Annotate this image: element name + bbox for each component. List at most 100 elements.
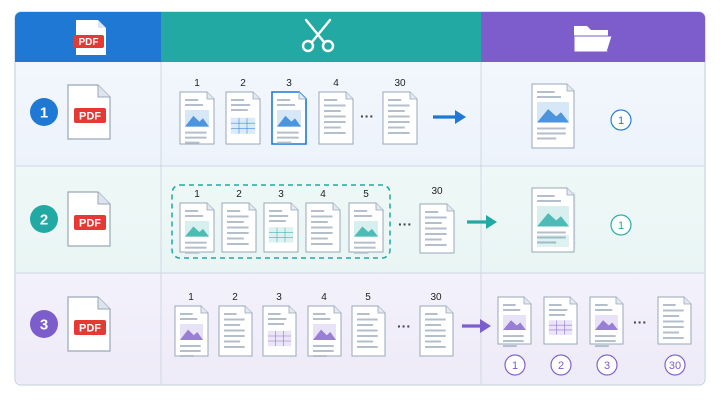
output-number-label: 3 bbox=[604, 360, 610, 372]
row-number-label: 2 bbox=[40, 212, 48, 229]
text-line bbox=[425, 313, 438, 315]
text-line bbox=[224, 335, 245, 337]
text-line bbox=[663, 337, 684, 339]
text-line bbox=[425, 233, 447, 235]
page-number-label: 2 bbox=[236, 189, 242, 200]
text-line bbox=[425, 222, 442, 224]
text-line bbox=[324, 132, 346, 134]
text-line bbox=[224, 346, 245, 348]
row-number-badge bbox=[30, 310, 58, 338]
output-number-circle bbox=[550, 354, 572, 376]
page-thumbnail bbox=[221, 202, 257, 253]
text-line bbox=[357, 324, 374, 326]
text-line bbox=[388, 115, 410, 118]
ellipsis: ··· bbox=[398, 216, 412, 232]
text-line bbox=[324, 126, 341, 129]
text-line bbox=[595, 309, 613, 311]
text-line bbox=[663, 309, 684, 312]
page-thumbnail bbox=[174, 305, 209, 357]
text-line bbox=[663, 331, 680, 334]
text-line bbox=[663, 326, 684, 328]
output-page-thumbnail bbox=[497, 296, 532, 348]
text-line bbox=[357, 329, 378, 332]
output-number-label: 30 bbox=[669, 360, 681, 372]
output-number-label: 1 bbox=[618, 115, 624, 127]
text-line bbox=[357, 335, 378, 337]
page-fold bbox=[375, 203, 383, 211]
text-line bbox=[180, 345, 201, 347]
page-fold bbox=[345, 92, 353, 100]
text-line bbox=[595, 340, 616, 343]
text-line bbox=[224, 318, 245, 321]
selected-page-thumbnail bbox=[271, 91, 307, 145]
text-line bbox=[503, 335, 524, 338]
row-number-badge bbox=[30, 98, 58, 126]
text-line bbox=[311, 232, 333, 234]
text-line bbox=[227, 221, 244, 223]
page-thumbnail bbox=[262, 305, 297, 357]
text-line bbox=[537, 91, 555, 93]
pdf-label: PDF bbox=[79, 218, 101, 230]
row-1-band bbox=[16, 62, 704, 166]
text-line bbox=[357, 340, 374, 343]
page-fold bbox=[566, 188, 574, 196]
output-page-thumbnail bbox=[543, 296, 578, 345]
text-line bbox=[324, 121, 346, 123]
text-line bbox=[227, 210, 241, 212]
text-line bbox=[357, 346, 378, 348]
text-line bbox=[425, 346, 446, 348]
text-line bbox=[388, 110, 405, 112]
page-number-label: 4 bbox=[321, 292, 327, 303]
text-line bbox=[354, 210, 368, 212]
page-sheet bbox=[589, 296, 624, 345]
text-line bbox=[227, 232, 249, 234]
text-line bbox=[324, 104, 346, 107]
text-line bbox=[313, 318, 331, 320]
output-number-label: 1 bbox=[618, 220, 624, 232]
text-line bbox=[357, 313, 370, 315]
text-line bbox=[595, 335, 616, 338]
text-line bbox=[425, 244, 447, 246]
page-fold bbox=[566, 84, 574, 92]
text-line bbox=[231, 109, 248, 111]
image-mountain-icon bbox=[277, 115, 301, 127]
text-line bbox=[180, 350, 201, 352]
text-line bbox=[313, 350, 334, 352]
text-line bbox=[503, 345, 517, 348]
page-fold bbox=[288, 306, 296, 314]
text-line bbox=[311, 243, 333, 245]
page-thumbnail bbox=[225, 91, 261, 145]
row-number-label: 3 bbox=[40, 317, 48, 334]
page-number-label: 30 bbox=[430, 292, 442, 303]
text-line bbox=[180, 313, 193, 315]
source-pdf-icon: PDF bbox=[67, 191, 111, 247]
page-thumbnail bbox=[179, 202, 215, 254]
text-line bbox=[268, 323, 285, 325]
text-line bbox=[549, 304, 562, 306]
text-line bbox=[425, 329, 446, 332]
text-line bbox=[425, 216, 447, 219]
image-mountain-icon bbox=[503, 320, 526, 331]
arrow-head-icon bbox=[455, 110, 466, 124]
page-thumbnail bbox=[179, 91, 215, 145]
pdf-badge bbox=[74, 320, 106, 335]
image-mountain-icon bbox=[537, 213, 569, 227]
page-fold bbox=[200, 306, 208, 314]
text-line bbox=[224, 329, 245, 332]
text-line bbox=[663, 320, 684, 323]
text-line bbox=[324, 115, 346, 118]
text-line bbox=[185, 136, 207, 139]
pdf-badge bbox=[74, 215, 106, 230]
row-number-badge bbox=[30, 205, 58, 233]
text-line bbox=[269, 220, 286, 222]
page-number-label: 5 bbox=[363, 189, 369, 200]
page-fold bbox=[244, 306, 252, 314]
pdf-fold bbox=[97, 192, 110, 205]
folder-icon bbox=[573, 26, 613, 53]
table-block bbox=[268, 227, 294, 243]
text-line bbox=[537, 96, 561, 98]
page-thumbnail bbox=[305, 202, 341, 253]
text-line bbox=[425, 340, 442, 343]
